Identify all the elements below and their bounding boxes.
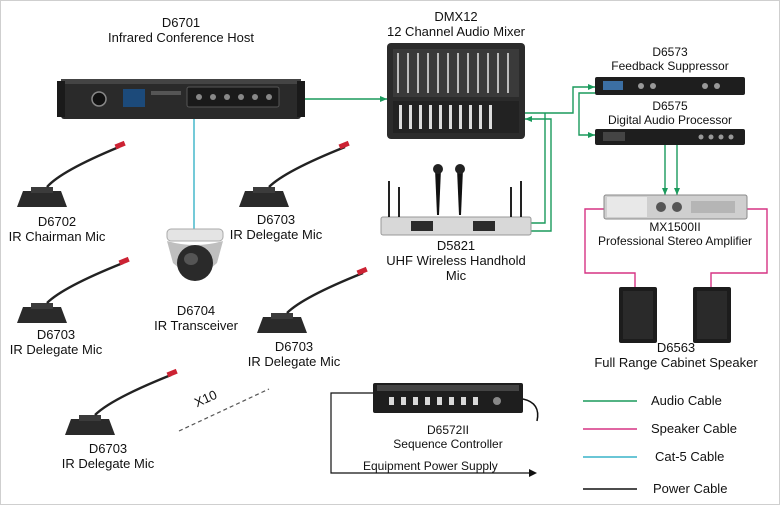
chairman-name: IR Chairman Mic [8, 229, 106, 244]
speaker-left [619, 287, 657, 343]
transceiver-name: IR Transceiver [154, 318, 238, 333]
delegate4-model: D6703 [88, 441, 128, 456]
wireless-name-line2: Mic [445, 268, 467, 283]
power-supply-label: Equipment Power Supply [363, 459, 498, 473]
ir-transceiver-device [166, 228, 224, 281]
amplifier-label: MX1500II Professional Stereo Amplifier [585, 220, 765, 248]
speaker-cable-left [584, 208, 636, 287]
arrow-icon [588, 84, 595, 90]
speaker-right [693, 287, 731, 343]
audio-mixer-device [387, 43, 525, 139]
amplifier-name: Professional Stereo Amplifier [597, 234, 753, 248]
processor-label: D6575 Digital Audio Processor [595, 99, 745, 127]
speaker-label: D6563 Full Range Cabinet Speaker [581, 340, 771, 370]
arrow-icon [525, 116, 532, 122]
conference-host-device [57, 79, 305, 119]
audio-cable-mixer-suppressor [525, 86, 595, 114]
suppressor-name: Feedback Suppressor [611, 59, 729, 73]
delegate2-model: D6703 [36, 327, 76, 342]
wireless-name: UHF Wireless Handhold [386, 253, 526, 268]
chairman-mic-device [17, 140, 126, 207]
audio-cable-wireless-mixer [531, 113, 546, 224]
power-cable [330, 392, 531, 474]
transceiver-label: D6704 IR Transceiver [121, 303, 271, 333]
arrow-icon [529, 469, 537, 477]
sequence-controller-device [373, 383, 539, 422]
wireless-model: D5821 [436, 238, 476, 253]
mixer-label: DMX12 12 Channel Audio Mixer [371, 9, 541, 39]
sequencer-label: D6572II Sequence Controller [373, 423, 523, 451]
delegate4-name: IR Delegate Mic [61, 456, 155, 471]
suppressor-label: D6573 Feedback Suppressor [595, 45, 745, 73]
sequencer-name: Sequence Controller [393, 437, 503, 451]
feedback-suppressor-device [595, 77, 745, 95]
processor-model: D6575 [652, 99, 688, 113]
mixer-model: DMX12 [434, 9, 478, 24]
audio-processor-device [595, 129, 745, 145]
speaker-cable-right [710, 208, 768, 287]
speaker-name: Full Range Cabinet Speaker [594, 355, 758, 370]
host-model: D6701 [161, 15, 201, 30]
speaker-model: D6563 [656, 340, 696, 355]
delegate4-label: D6703 IR Delegate Mic [53, 441, 163, 471]
sequencer-model: D6572II [426, 423, 470, 437]
audio-cable-suppressor-processor [578, 92, 595, 136]
delegate3-name: IR Delegate Mic [247, 354, 341, 369]
suppressor-model: D6573 [652, 45, 688, 59]
audio-cable-wireless-mixer [525, 118, 552, 232]
delegate-mic-device-3 [257, 266, 368, 333]
x10-dashed-line [178, 388, 270, 432]
legend-power-label: Power Cable [653, 481, 728, 496]
arrow-icon [674, 188, 680, 195]
legend-speaker-label: Speaker Cable [651, 421, 737, 436]
delegate-mic-device-2 [17, 256, 130, 323]
delegate1-model: D6703 [256, 212, 296, 227]
processor-name: Digital Audio Processor [607, 113, 733, 127]
delegate1-label: D6703 IR Delegate Mic [221, 212, 331, 242]
amplifier-device [603, 194, 748, 220]
host-label: D6701 Infrared Conference Host [81, 15, 281, 45]
chairman-model: D6702 [37, 214, 77, 229]
legend-audio-label: Audio Cable [651, 393, 722, 408]
delegate2-label: D6703 IR Delegate Mic [1, 327, 111, 357]
arrow-icon [380, 96, 387, 102]
delegate1-name: IR Delegate Mic [229, 227, 323, 242]
chairman-label: D6702 IR Chairman Mic [1, 214, 113, 244]
wireless-label: D5821 UHF Wireless Handhold Mic [371, 238, 541, 283]
legend-cat5-label: Cat-5 Cable [655, 449, 725, 464]
delegate-mic-device-1 [239, 140, 350, 207]
arrow-icon [662, 188, 668, 195]
delegate3-label: D6703 IR Delegate Mic [239, 339, 349, 369]
host-name: Infrared Conference Host [108, 30, 254, 45]
amplifier-model: MX1500II [649, 220, 701, 234]
delegate2-name: IR Delegate Mic [9, 342, 103, 357]
delegate3-model: D6703 [274, 339, 314, 354]
wireless-receiver-device [380, 164, 532, 236]
mixer-name: 12 Channel Audio Mixer [386, 24, 526, 39]
transceiver-model: D6704 [176, 303, 216, 318]
delegate-mic-device-4 [65, 368, 178, 435]
arrow-icon [588, 132, 595, 138]
